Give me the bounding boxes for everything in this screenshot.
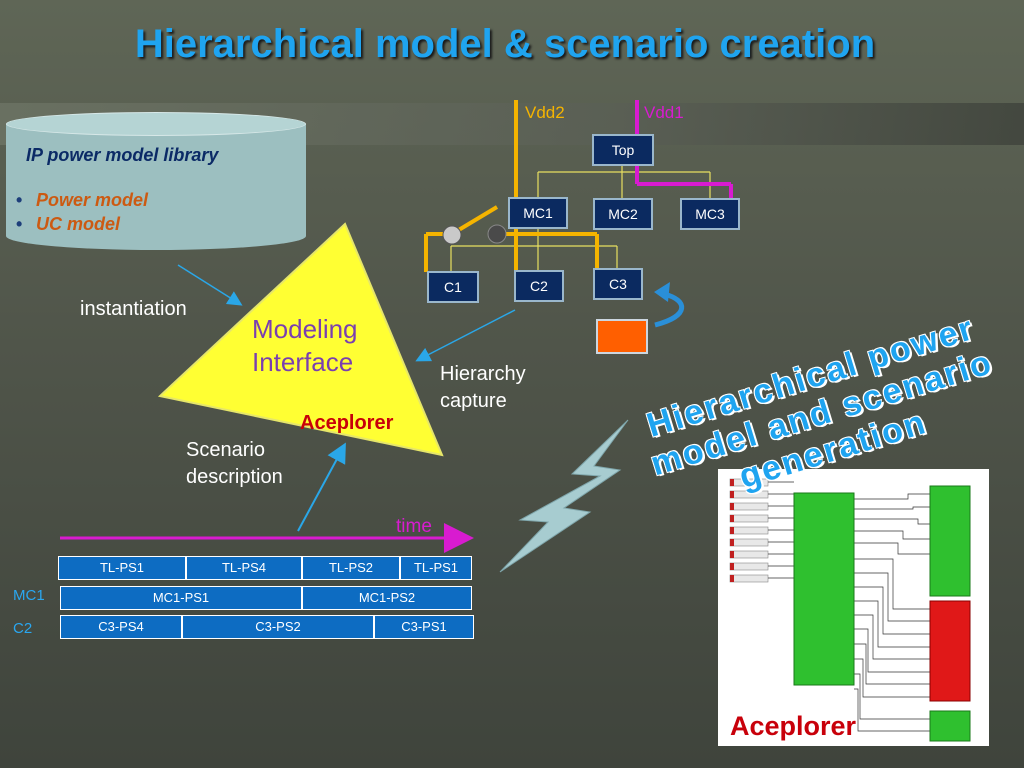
scenario-block — [596, 319, 648, 354]
wires — [768, 481, 930, 732]
modeling-interface-triangle — [157, 222, 444, 457]
ip-power-model-library: IP power model library • Power model • UC … — [6, 112, 306, 252]
time-label: time — [396, 516, 432, 537]
tree-node-c1: C1 — [427, 271, 479, 303]
instantiation-arrow — [177, 264, 243, 306]
main-component-block — [793, 492, 855, 686]
hierarchy-label-line1: Hierarchy — [440, 363, 526, 385]
tree-node-mc1: MC1 — [508, 197, 568, 229]
library-title: IP power model library — [26, 145, 219, 165]
red-component-block — [929, 600, 971, 702]
modeling-label-line2: Interface — [252, 347, 354, 377]
tree-node-c2: C2 — [514, 270, 564, 302]
timeline-row-label-mc1: MC1 — [13, 587, 45, 604]
switch-contact-closed — [487, 224, 507, 244]
tree-node-top: Top — [592, 134, 654, 166]
library-item-power-model: • Power model — [16, 190, 148, 214]
schematic-graphic — [729, 478, 971, 742]
scenario-label-line2: description — [186, 466, 283, 488]
timeline-segment: C3-PS1 — [374, 615, 474, 639]
library-item-label: Power model — [36, 190, 149, 210]
switch-contact-open — [442, 225, 462, 245]
timeline-segment: TL-PS1 — [400, 556, 472, 580]
green-component-block — [929, 485, 971, 597]
lightning-bolt — [499, 419, 629, 573]
modeling-label-line1: Modeling — [252, 314, 358, 344]
aceplorer-triangle-label: Aceplorer — [300, 412, 394, 434]
scenario-description-arrow — [297, 442, 346, 532]
instantiation-label: instantiation — [80, 298, 187, 320]
aceplorer-screen-label: Aceplorer — [730, 711, 857, 741]
timeline-segment: TL-PS4 — [186, 556, 302, 580]
curved-arrow-icon — [654, 291, 685, 328]
page-title: Hierarchical model & scenario creation — [134, 22, 876, 66]
library-item-label: UC model — [36, 214, 121, 234]
vdd2-rail — [424, 100, 599, 272]
timeline-segment: TL-PS2 — [302, 556, 400, 580]
timeline-segment: TL-PS1 — [58, 556, 186, 580]
cylinder-top — [6, 112, 306, 136]
tree-node-mc3: MC3 — [680, 198, 740, 230]
aceplorer-screenshot — [718, 469, 989, 746]
curved-arrow-head-icon — [654, 282, 670, 302]
timeline-segment: C3-PS4 — [60, 615, 182, 639]
input-ports — [729, 478, 769, 583]
vdd1-label: Vdd1 — [644, 103, 684, 122]
cylinder-body — [6, 124, 306, 250]
library-list: • Power model • UC model — [16, 190, 148, 238]
library-item-uc-model: • UC model — [16, 214, 148, 238]
tree-node-mc2: MC2 — [593, 198, 653, 230]
timeline-segment: MC1-PS1 — [60, 586, 302, 610]
scenario-label-line1: Scenario — [186, 439, 265, 461]
hierarchy-capture-arrow — [415, 309, 516, 362]
hierarchy-lines — [450, 166, 711, 271]
vdd2-label: Vdd2 — [525, 103, 565, 122]
timeline-segment: C3-PS2 — [182, 615, 374, 639]
timeline-segment: MC1-PS2 — [302, 586, 472, 610]
port-markers — [730, 479, 734, 582]
small-green-block — [929, 710, 971, 742]
bullet-icon: • — [16, 190, 23, 210]
bullet-icon: • — [16, 214, 23, 234]
hierarchy-label-line2: capture — [440, 390, 507, 412]
tree-node-c3: C3 — [593, 268, 643, 300]
timeline-row-label-c2: C2 — [13, 620, 33, 637]
